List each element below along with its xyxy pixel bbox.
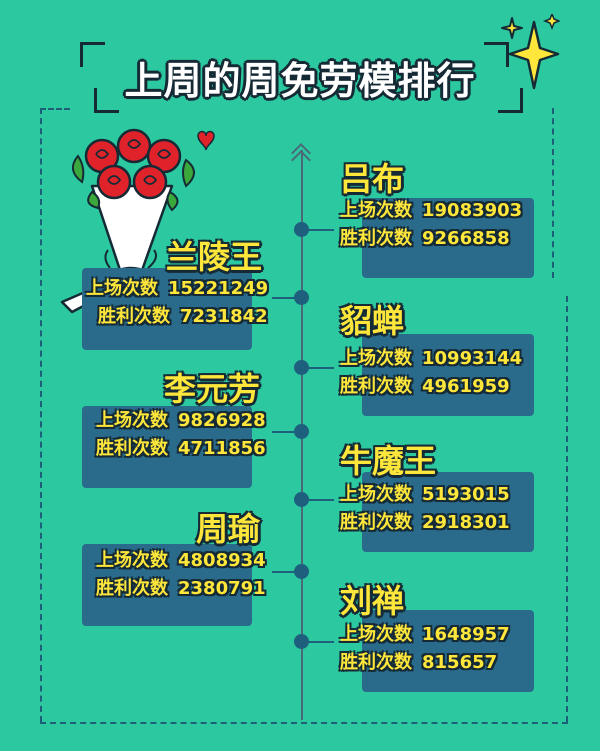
stat-label: 胜利次数 xyxy=(96,578,168,599)
card-box xyxy=(82,268,252,350)
stat-won: 胜利次数 4961959 xyxy=(340,372,510,398)
timeline-dot xyxy=(294,492,309,507)
stat-label: 上场次数 xyxy=(340,624,412,645)
connector xyxy=(272,571,298,573)
stat-won: 胜利次数 2918301 xyxy=(340,508,510,534)
connector xyxy=(308,641,334,643)
stat-played: 上场次数 19083903 xyxy=(340,196,522,222)
stat-label: 胜利次数 xyxy=(98,306,170,327)
connector xyxy=(308,367,334,369)
bracket-bottom-right xyxy=(498,88,523,113)
sparkle-icon xyxy=(501,14,560,90)
stat-won: 胜利次数 7231842 xyxy=(98,302,268,328)
stat-value: 19083903 xyxy=(422,200,523,221)
card-box xyxy=(362,334,534,416)
stat-won: 胜利次数 9266858 xyxy=(340,224,510,250)
stat-label: 胜利次数 xyxy=(340,376,412,397)
title-area: 上周的周免劳模排行 xyxy=(80,42,523,114)
stat-label: 胜利次数 xyxy=(340,228,412,249)
stat-won: 胜利次数 4711856 xyxy=(96,434,266,460)
stat-played: 上场次数 1648957 xyxy=(340,620,510,646)
stat-won: 胜利次数 2380791 xyxy=(96,574,266,600)
dashed-frame-top xyxy=(40,108,70,110)
stat-won: 胜利次数 815657 xyxy=(340,648,497,674)
stat-label: 上场次数 xyxy=(340,348,412,369)
stat-label: 胜利次数 xyxy=(340,652,412,673)
bracket-top-left xyxy=(80,42,105,67)
heart-icon xyxy=(197,130,215,151)
hero-name: 兰陵王 xyxy=(166,238,263,276)
dashed-frame-bottom xyxy=(40,722,568,724)
stat-played: 上场次数 10993144 xyxy=(340,344,522,370)
timeline-dot xyxy=(294,222,309,237)
stat-value: 9826928 xyxy=(178,410,266,431)
dashed-frame-right xyxy=(566,296,568,722)
hero-name: 刘禅 xyxy=(340,582,405,620)
connector xyxy=(272,297,298,299)
card-box xyxy=(82,406,252,488)
timeline-dot xyxy=(294,290,309,305)
stat-value: 2380791 xyxy=(178,578,266,599)
bracket-bottom-left xyxy=(94,88,119,113)
connector xyxy=(308,499,334,501)
hero-name: 牛魔王 xyxy=(340,442,437,480)
stat-value: 1648957 xyxy=(422,624,510,645)
stat-label: 上场次数 xyxy=(96,410,168,431)
timeline-dot xyxy=(294,424,309,439)
stat-value: 2918301 xyxy=(422,512,510,533)
stat-played: 上场次数 15221249 xyxy=(86,274,268,300)
stat-played: 上场次数 5193015 xyxy=(340,480,510,506)
bracket-top-right xyxy=(484,42,509,67)
stat-label: 胜利次数 xyxy=(340,512,412,533)
hero-name: 李元芳 xyxy=(164,370,261,408)
stat-value: 4711856 xyxy=(178,438,266,459)
connector xyxy=(272,431,298,433)
card-box xyxy=(362,472,534,552)
stat-value: 815657 xyxy=(422,652,498,673)
connector xyxy=(308,229,334,231)
stat-value: 15221249 xyxy=(168,278,269,299)
stat-label: 上场次数 xyxy=(340,200,412,221)
stat-value: 9266858 xyxy=(422,228,510,249)
stat-label: 上场次数 xyxy=(86,278,158,299)
card-box xyxy=(82,544,252,626)
dashed-frame-left xyxy=(40,108,42,488)
stat-value: 10993144 xyxy=(422,348,523,369)
hero-name: 貂蝉 xyxy=(340,302,405,340)
stat-played: 上场次数 9826928 xyxy=(96,406,266,432)
stat-value: 4961959 xyxy=(422,376,510,397)
timeline-dot xyxy=(294,360,309,375)
card-box xyxy=(362,610,534,692)
timeline-dot xyxy=(294,564,309,579)
hero-name: 吕布 xyxy=(340,160,405,198)
stat-label: 上场次数 xyxy=(340,484,412,505)
stat-played: 上场次数 4808934 xyxy=(96,546,266,572)
card-box xyxy=(362,198,534,278)
stat-value: 7231842 xyxy=(180,306,268,327)
stat-label: 上场次数 xyxy=(96,550,168,571)
dashed-frame-bottom-left xyxy=(40,492,42,722)
stat-value: 4808934 xyxy=(178,550,266,571)
stat-value: 5193015 xyxy=(422,484,510,505)
timeline-dot xyxy=(294,634,309,649)
hero-name: 周瑜 xyxy=(196,510,261,548)
stat-label: 胜利次数 xyxy=(96,438,168,459)
page-title: 上周的周免劳模排行 xyxy=(124,59,476,103)
dashed-frame-right-top xyxy=(552,108,554,278)
